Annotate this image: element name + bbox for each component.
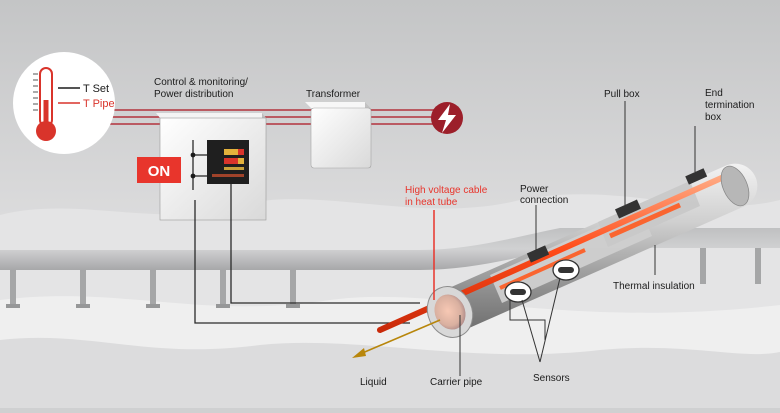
sensors <box>504 259 580 303</box>
liquid-label: Liquid <box>360 377 387 388</box>
power-icon <box>431 102 463 134</box>
transformer-label: Transformer <box>306 89 361 100</box>
hv-cable-label: High voltage cable in heat tube <box>405 185 490 208</box>
liquid-arrow <box>352 319 441 358</box>
on-button[interactable]: ON <box>137 157 181 183</box>
thermometer-badge: T Set T Pipe <box>13 52 115 154</box>
on-badge <box>137 157 181 183</box>
pull-box-label: Pull box <box>604 89 640 100</box>
t-pipe-label: T Pipe <box>83 98 115 110</box>
power-connection-label: Power connection <box>520 184 568 206</box>
control-box <box>156 113 267 221</box>
leader-lines <box>459 101 696 376</box>
signal-wires <box>194 184 420 324</box>
transformer-box <box>305 102 372 169</box>
carrier-pipe-label: Carrier pipe <box>430 377 483 388</box>
end-termination-label: End termination box <box>705 88 757 123</box>
pipe-boxes <box>526 168 708 263</box>
pull-box <box>615 199 641 219</box>
on-label: ON <box>148 163 171 180</box>
end-termination-box <box>685 168 708 185</box>
t-set-label: T Set <box>83 83 109 95</box>
sensors-label: Sensors <box>533 373 570 384</box>
power-connection-box <box>526 245 550 263</box>
thermal-insulation-label: Thermal insulation <box>613 281 695 292</box>
thermometer-icon <box>33 67 56 141</box>
control-label: Control & monitoring/ Power distribution <box>154 77 251 100</box>
snow-drift <box>0 337 780 408</box>
